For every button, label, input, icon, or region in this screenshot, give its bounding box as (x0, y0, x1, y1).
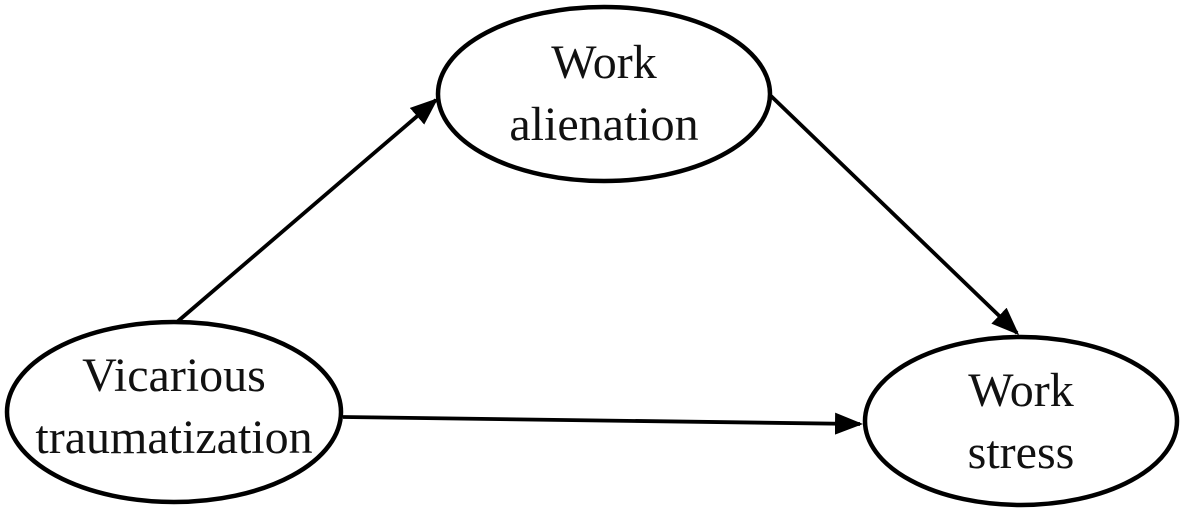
arrow-work-alienation-to-work-stress (769, 94, 1020, 336)
ellipse-work-stress (862, 334, 1180, 508)
node-label-work-stress: Work stress (967, 364, 1075, 479)
node-label-vicarious-traumatization: Vicarious traumatization (35, 349, 313, 464)
arrow-vicarious-traumatization-to-work-alienation (175, 98, 439, 324)
node-label-work-alienation: Work alienation (509, 36, 699, 151)
ellipse-work-alienation (435, 4, 773, 184)
arrow-vicarious-traumatization-to-work-stress (342, 412, 863, 435)
ellipse-vicarious-traumatization (4, 319, 344, 505)
